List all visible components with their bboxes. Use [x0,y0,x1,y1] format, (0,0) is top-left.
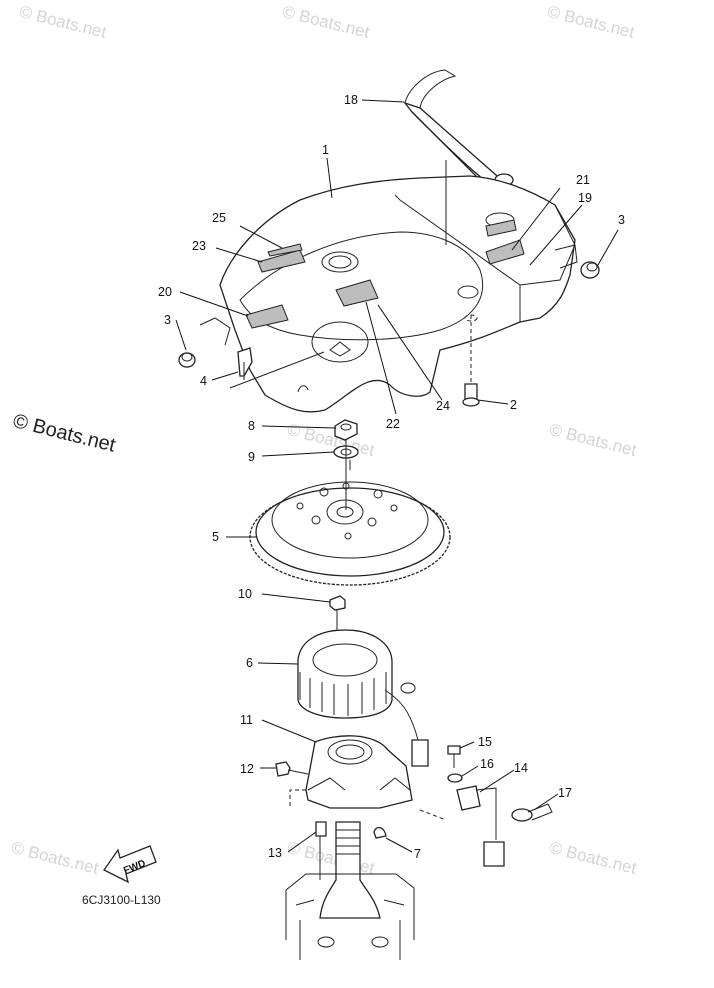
callout-25: 25 [212,211,226,225]
callout-24: 24 [436,399,450,413]
callout-10: 10 [238,587,252,601]
cable-tie [511,803,553,822]
callout-18: 18 [344,93,358,107]
callout-16: 16 [480,757,494,771]
callout-22: 22 [386,417,400,431]
callout-8: 8 [248,419,255,433]
fwd-arrow-icon: FWD [103,845,157,884]
dowel-pin [315,821,327,837]
callout-19: 19 [578,191,592,205]
diagram-code: 6CJ3100-L130 [82,893,161,907]
callout-9: 9 [248,450,255,464]
cover-screw [462,314,480,407]
pulser-coil [456,785,505,867]
callout-17: 17 [558,786,572,800]
callout-12: 12 [240,762,254,776]
callout-13: 13 [268,846,282,860]
grommet-left [178,352,196,368]
callout-11: 11 [240,713,253,727]
callout-2: 2 [510,398,517,412]
callout-15: 15 [478,735,492,749]
flywheel-cover [199,175,578,413]
callout-20: 20 [158,285,172,299]
pulser-washer [447,773,463,783]
callout-14: 14 [514,761,528,775]
flywheel [249,481,451,586]
callout-6: 6 [246,656,253,670]
stator-coil [297,629,429,767]
flywheel-nut [334,419,358,441]
callout-7: 7 [414,847,421,861]
woodruff-key [373,826,387,839]
callout-5: 5 [212,530,219,544]
seal-strip [398,69,514,196]
clip [237,347,253,380]
stator-base [305,735,413,809]
engine-block [285,873,415,960]
callout-3-right: 3 [618,213,625,227]
base-bolt [275,761,309,777]
callout-3-left: 3 [164,313,171,327]
crankshaft [319,821,381,919]
grommet-right [580,261,600,279]
callout-23: 23 [192,239,206,253]
pulser-bolt [447,745,461,768]
callout-1: 1 [322,143,329,157]
callout-4: 4 [200,374,207,388]
stator-bolt [329,595,346,630]
callout-21: 21 [576,173,590,187]
